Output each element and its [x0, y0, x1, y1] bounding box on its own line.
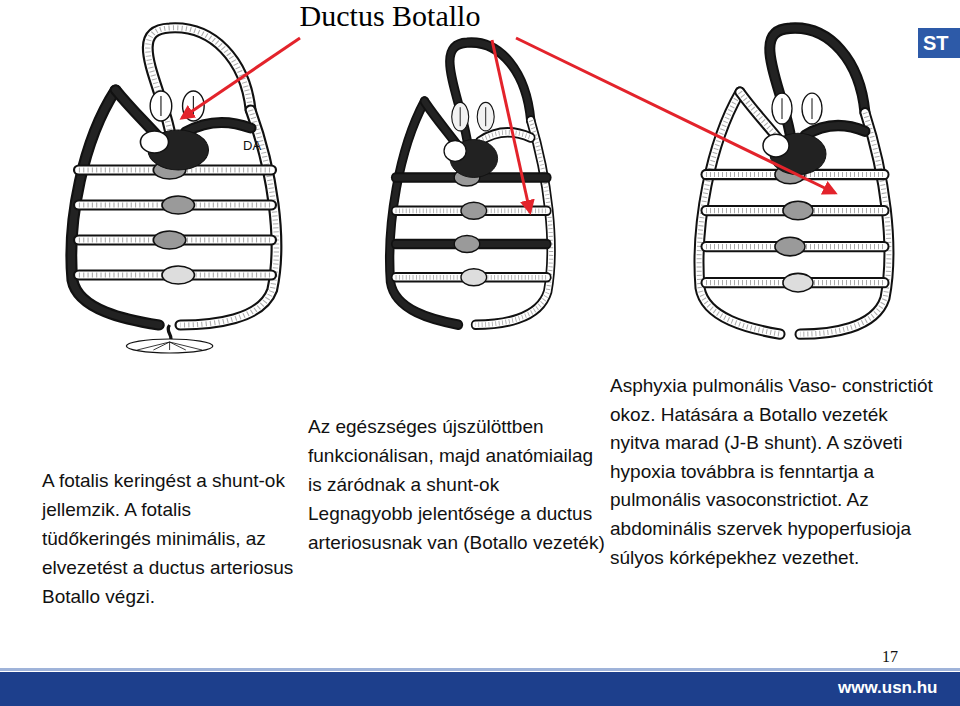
circulation-diagram	[699, 28, 889, 334]
vessel-label: DA	[243, 138, 261, 153]
vessel-lumen	[186, 122, 251, 132]
vessel-lumen	[480, 132, 531, 141]
text-block: Asphyxia pulmonális Vaso- constrictiót o…	[610, 372, 940, 572]
bronchus	[460, 107, 461, 126]
pointer-arrow	[492, 40, 530, 212]
vessel-lumen	[148, 28, 251, 130]
text-block: A fotalis keringést a shunt-ok jellemzik…	[42, 466, 304, 611]
circulation-diagram	[390, 42, 551, 324]
placenta-villus	[153, 342, 169, 350]
vessel-stipple	[480, 132, 531, 141]
organ	[461, 202, 487, 219]
heart-atrium	[444, 140, 466, 161]
organ	[153, 231, 185, 249]
bronchus	[812, 98, 813, 119]
vessel-outline	[450, 42, 531, 139]
vessel-outline	[480, 132, 531, 141]
text-block: Az egészséges újszülöttben funkcionálisa…	[308, 412, 606, 557]
bronchus	[193, 96, 194, 116]
vessel-outline	[186, 122, 251, 132]
heart-atrium	[763, 134, 789, 157]
placenta-villus	[137, 342, 169, 350]
placenta-villus	[169, 342, 170, 350]
organ	[162, 266, 194, 284]
page-number: 17	[882, 648, 898, 666]
bronchus	[160, 96, 161, 116]
vessel-outline	[805, 125, 865, 135]
placenta-villus	[170, 342, 186, 350]
footer-bar	[0, 672, 960, 706]
vessel-lumen	[805, 125, 865, 135]
bronchus	[485, 107, 486, 126]
pointer-arrow	[516, 38, 835, 193]
vessel-stipple	[148, 28, 251, 130]
slide-title: Ductus Botallo	[240, 0, 540, 32]
footer-url: www.usn.hu	[838, 678, 937, 698]
organ	[775, 237, 805, 256]
pointer-arrows	[182, 38, 835, 212]
heart-atrium	[140, 131, 168, 153]
vessel-outline	[148, 28, 251, 130]
logo-text: ST	[923, 31, 949, 55]
vessel-outline	[770, 28, 865, 133]
organ	[461, 269, 487, 286]
organ	[162, 196, 194, 214]
pointer-arrow	[182, 38, 300, 118]
lung	[452, 102, 469, 131]
vessel-lumen	[770, 28, 865, 133]
lung	[802, 93, 822, 124]
lung	[772, 93, 792, 124]
lung	[477, 102, 494, 131]
bronchus	[782, 98, 783, 119]
organ	[454, 235, 480, 252]
placenta-villus	[170, 342, 202, 350]
footer-rule	[0, 668, 960, 671]
organ	[783, 201, 813, 220]
logo-box	[918, 28, 960, 58]
placenta	[126, 339, 212, 353]
circulation-diagrams	[71, 28, 889, 353]
vessel-lumen	[450, 42, 531, 139]
organ	[783, 273, 813, 292]
lung	[150, 91, 172, 121]
